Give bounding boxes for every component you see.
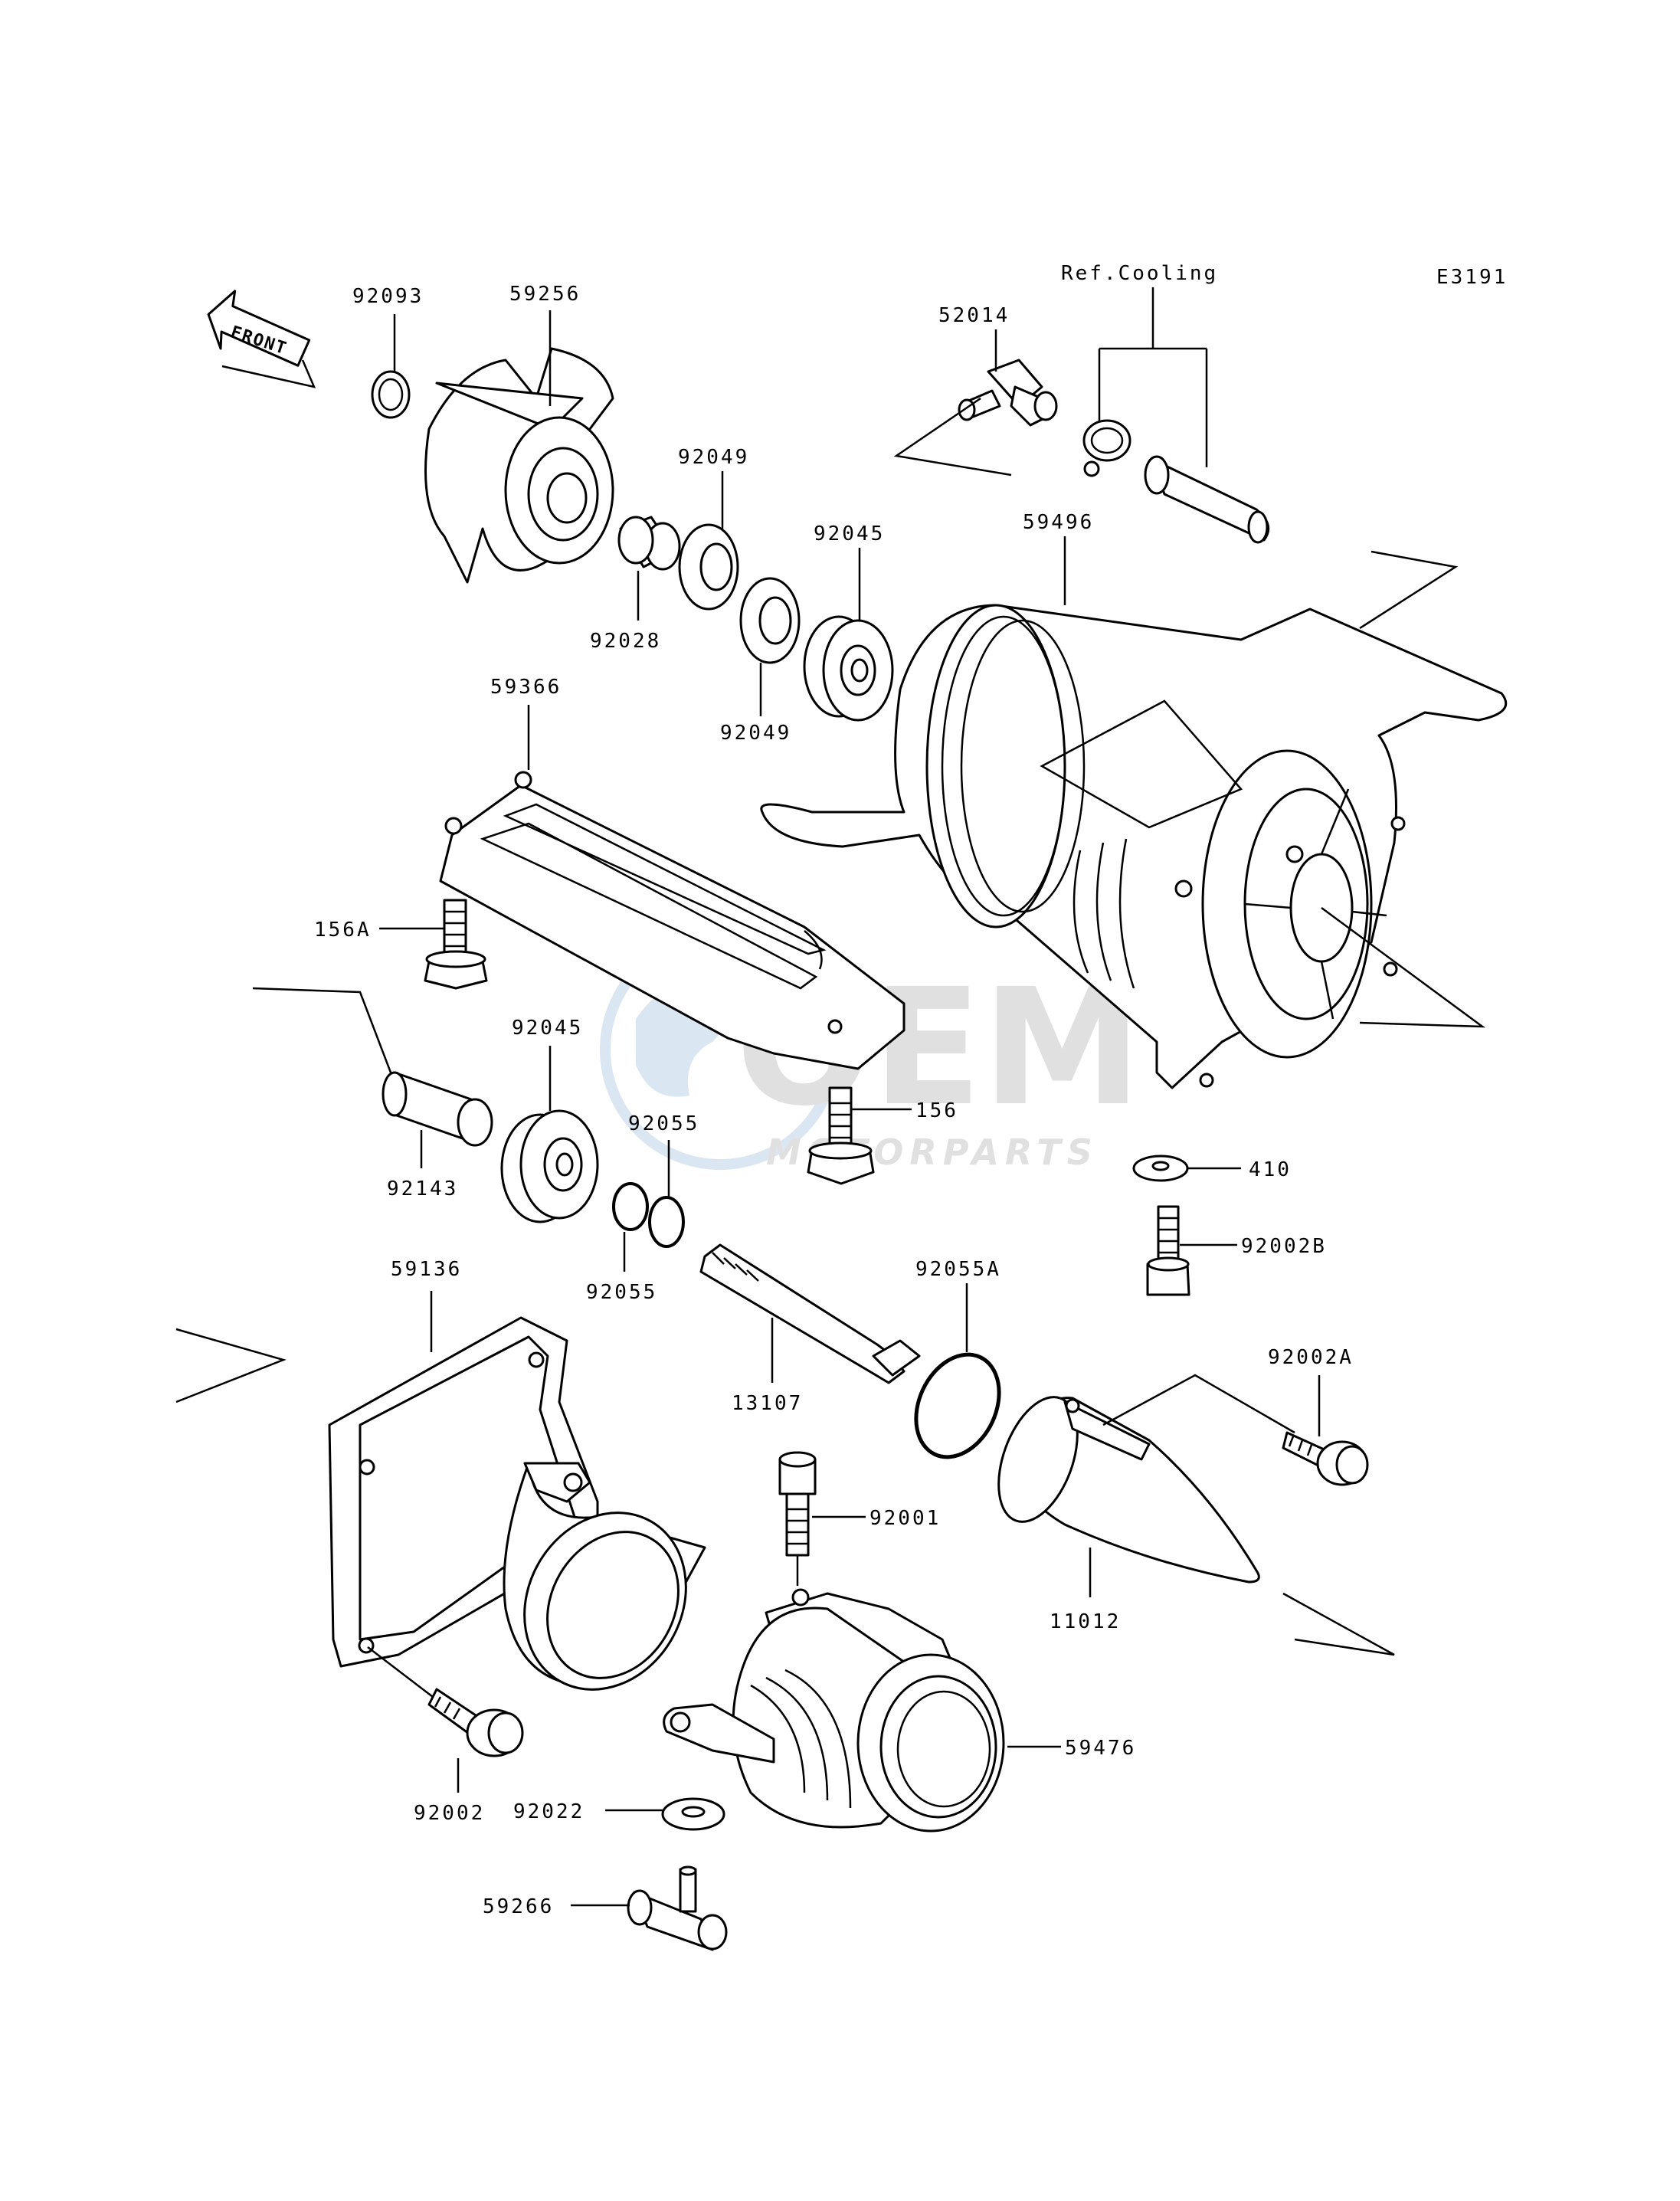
label-92022: 92022 <box>513 1800 585 1823</box>
part-13107-shaft <box>699 1243 921 1384</box>
label-92001: 92001 <box>869 1507 941 1530</box>
part-156A-bolt <box>379 899 488 990</box>
part-92049-seal-upper <box>678 471 739 611</box>
diagram-code: E3191 <box>1436 266 1508 289</box>
front-arrow-icon: FRONT <box>207 290 316 388</box>
part-92001-bolt <box>778 1451 866 1586</box>
label-92028: 92028 <box>590 630 661 653</box>
label-92049-upper: 92049 <box>678 446 749 469</box>
part-59496-pump-housing <box>760 536 1508 1089</box>
part-59136-housing <box>175 1291 706 1698</box>
part-92143-sleeve <box>252 987 493 1168</box>
part-92022-washer <box>605 1797 725 1831</box>
label-92055-upper: 92055 <box>628 1112 699 1135</box>
ref-cooling-note: Ref.Cooling <box>1061 262 1218 285</box>
label-59496: 59496 <box>1023 511 1094 534</box>
label-92093: 92093 <box>352 285 424 308</box>
part-92093-seal <box>371 314 411 419</box>
part-156-bolt <box>807 1086 912 1185</box>
label-59266: 59266 <box>483 1895 554 1918</box>
label-156: 156 <box>915 1099 958 1122</box>
label-59256: 59256 <box>509 283 581 306</box>
label-59476: 59476 <box>1065 1737 1136 1760</box>
label-59136: 59136 <box>391 1258 462 1281</box>
label-92055-lower: 92055 <box>586 1281 657 1304</box>
label-13107: 13107 <box>732 1392 803 1415</box>
part-92055A-o-ring <box>914 1283 1001 1459</box>
part-59266-fitting <box>571 1865 728 1951</box>
label-156A: 156A <box>314 919 372 942</box>
part-11012-cone <box>997 1374 1395 1656</box>
label-92045-upper: 92045 <box>814 522 885 545</box>
label-92002: 92002 <box>414 1802 485 1825</box>
label-410: 410 <box>1249 1158 1292 1181</box>
part-92045-bearing-upper <box>803 548 894 722</box>
part-52014-fitting <box>893 329 1058 477</box>
label-11012: 11012 <box>1050 1610 1121 1633</box>
label-92002B: 92002B <box>1241 1235 1327 1258</box>
ref-cooling-leader <box>1098 287 1208 467</box>
label-92045-lower: 92045 <box>512 1017 583 1040</box>
part-92045-bearing-lower <box>500 1046 599 1223</box>
part-92055-o-rings <box>612 1140 685 1272</box>
label-92143: 92143 <box>387 1177 458 1200</box>
part-92002B-bolt <box>1146 1205 1237 1296</box>
label-52014: 52014 <box>938 304 1010 327</box>
part-92002-bolt <box>427 1688 524 1793</box>
part-92049-seal-lower <box>739 577 801 716</box>
label-92049-lower: 92049 <box>720 722 791 745</box>
part-92002A-bolt <box>1282 1375 1369 1486</box>
label-92002A: 92002A <box>1268 1346 1354 1369</box>
cooling-hose-clamp <box>1082 419 1270 544</box>
part-410-washer <box>1132 1155 1241 1182</box>
part-59476-nozzle <box>663 1588 1061 1833</box>
part-92028-bushing <box>617 516 681 621</box>
part-59366-plate <box>439 705 905 1070</box>
part-59256-impeller <box>424 310 614 584</box>
label-92055A: 92055A <box>915 1258 1001 1281</box>
label-59366: 59366 <box>490 676 562 699</box>
